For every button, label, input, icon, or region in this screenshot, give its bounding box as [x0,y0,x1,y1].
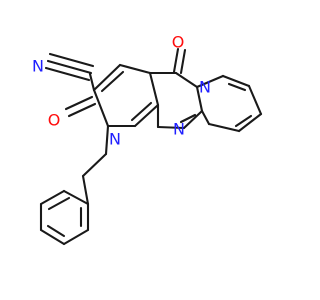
benzene-bond-4 [39,228,66,246]
top-carbonyl-bond-b [179,48,187,75]
top-oxygen-label: O [172,33,185,52]
center-ring-bond-2 [174,71,199,89]
benzene-bond-1 [62,189,90,206]
center-ring-bond-3 [195,85,204,113]
left-oxygen-label: O [48,111,61,130]
molecule-structure-diagram: N O O N N N [32,33,263,246]
ring-double-bond-1 [100,70,125,93]
nitrile-nitrogen-label: N [32,57,44,76]
benzyl-linker-2 [81,152,108,178]
right-ring-double-bond-2 [234,114,253,128]
right-ring-bond-2 [221,74,251,88]
ring-c2-c3-bond [92,63,122,92]
center-ring-bond-5 [156,125,186,130]
benzene-bond-5 [62,228,90,246]
center-ring-double-bond [179,113,197,124]
right-ring-bond-1 [195,74,225,89]
benzene-double-bond-2 [46,224,66,238]
nitrile-bond-3 [48,52,95,68]
bonds-group [39,47,263,246]
right-ring-double-bond-1 [227,82,247,92]
benzyl-linker-3 [81,174,90,206]
ring-double-bond-2 [130,101,153,122]
ring-nitrogen-middle-label: N [173,120,185,139]
ring-c4-c4a-bond [148,71,160,107]
nitrile-bond-2 [44,66,91,82]
top-carbonyl-bond-a [172,47,180,74]
right-ring-bond-6 [200,109,211,126]
ring-n1-c2-bond [92,88,110,128]
ring-nitrogen-top-label: N [199,78,211,97]
ring-c3-c4-bond [118,63,152,75]
nitrile-bond-1 [46,59,93,75]
benzyl-linker-1 [104,124,110,156]
right-ring-bond-5 [207,122,241,133]
ring-c4a-c10a-bond [133,103,160,128]
ring-nitrogen-bottom-label: N [109,130,121,149]
benzene-bond-2 [39,189,66,206]
left-carbonyl-bond-b [67,102,97,118]
right-ring-bond-3 [247,84,263,116]
center-ring-bond-4 [182,109,204,130]
cn-to-ring-bond [88,72,96,92]
benzene-double-bond-1 [47,196,71,211]
right-ring-bond-4 [237,112,263,133]
left-carbonyl-bond-a [64,95,94,111]
